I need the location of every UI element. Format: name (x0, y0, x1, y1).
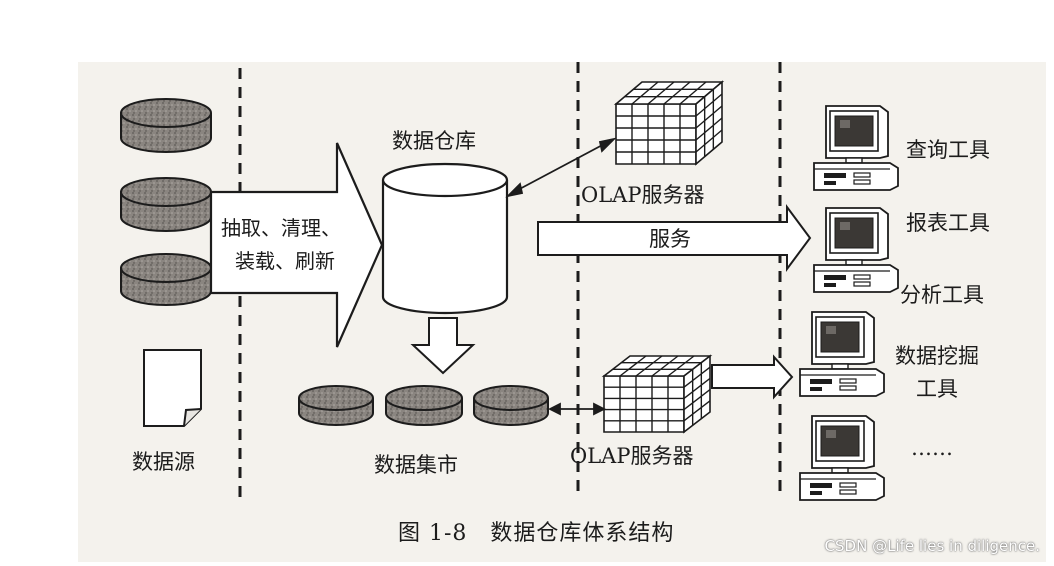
figure-caption: 图 1-8 数据仓库体系结构 (398, 521, 675, 546)
etl-label-line1: 抽取、清理、 (221, 216, 341, 240)
tool-more-label: …… (911, 436, 953, 460)
computer-icon (799, 311, 885, 397)
data-mart-disk (298, 385, 374, 426)
warehouse-cylinder (381, 162, 509, 315)
client-computers (799, 105, 899, 501)
computer-icon (799, 415, 885, 501)
data-source-label: 数据源 (132, 450, 195, 474)
data-mart-disk (473, 385, 549, 426)
etl-arrow (209, 142, 384, 348)
tool-mining-label-line1: 数据挖掘 (895, 344, 979, 368)
olap-server-bottom-label: OLAP服务器 (570, 444, 694, 468)
double-arrow (547, 402, 607, 416)
computer-icon (813, 105, 899, 191)
tool-report-label: 报表工具 (906, 211, 990, 235)
source-disk (120, 253, 212, 306)
service-label: 服务 (649, 227, 691, 251)
tool-query-label: 查询工具 (906, 138, 990, 162)
olap-cube-icon (613, 80, 725, 166)
etl-label-line2: 装载、刷新 (235, 249, 335, 273)
data-mart-label: 数据集市 (374, 453, 458, 477)
source-disk (120, 98, 212, 153)
service-arrow (537, 203, 812, 273)
tool-analysis-label: 分析工具 (900, 283, 984, 307)
tool-mining-label-line2: 工具 (916, 377, 958, 401)
olap-cube-icon (601, 354, 713, 434)
warehouse-label: 数据仓库 (392, 129, 476, 153)
down-arrow (410, 317, 476, 375)
data-mart-disk (385, 385, 463, 426)
document-icon (143, 349, 202, 427)
computer-icon (813, 207, 899, 293)
watermark: CSDN @Life lies in diligence. (824, 537, 1040, 555)
tool-arrow (711, 354, 794, 400)
olap-server-top-label: OLAP服务器 (581, 183, 705, 207)
source-disk (120, 177, 212, 232)
double-arrow (505, 137, 617, 198)
